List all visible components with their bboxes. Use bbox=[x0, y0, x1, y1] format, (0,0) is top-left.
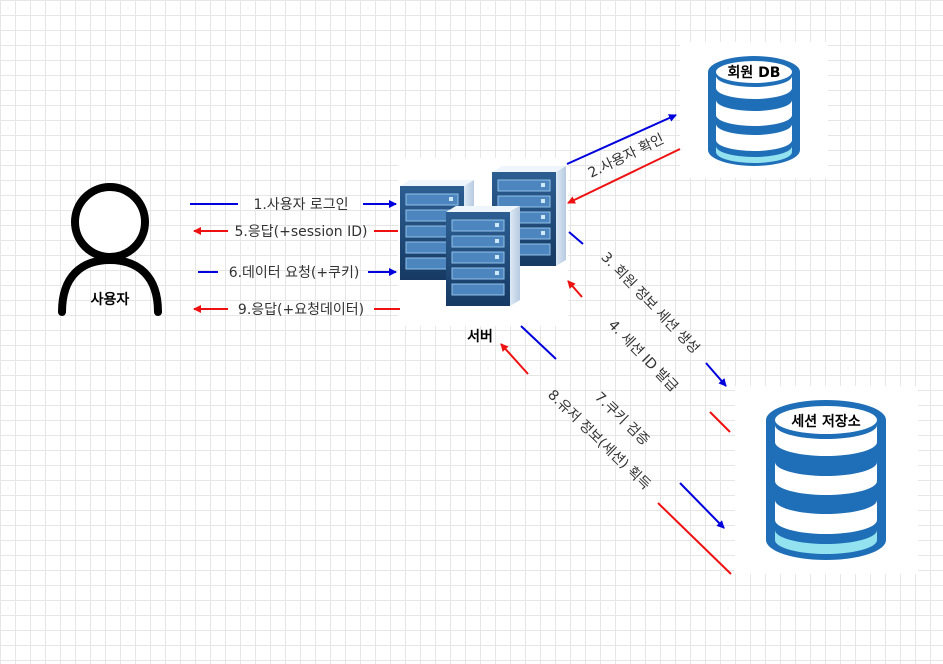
step-6-data-request: 6.데이터 요청(+쿠키) bbox=[198, 265, 397, 281]
user-icon bbox=[58, 183, 162, 316]
member-db-label: 회원 DB bbox=[728, 65, 781, 81]
step-7-verify-cookie: 7.쿠키 검증 bbox=[520, 325, 725, 529]
step-1-label: 1.사용자 로그인 bbox=[253, 197, 348, 213]
step-9-response-data: 9.응답(+요청데이터) bbox=[193, 302, 400, 318]
step-8-get-user-info: 8.유저 정보(세션) 획득 bbox=[500, 343, 732, 575]
step-2-verify-user: 2.사용자 확인 bbox=[566, 114, 681, 204]
server-icon bbox=[398, 158, 568, 326]
step-3-label: 3. 회원 정보 세션 생성 bbox=[598, 249, 703, 357]
step-1-login: 1.사용자 로그인 bbox=[190, 197, 397, 213]
session-store-icon bbox=[735, 386, 918, 574]
member-db-icon bbox=[680, 42, 828, 178]
session-store-label: 세션 저장소 bbox=[791, 413, 860, 430]
step-5-response: 5.응답(+session ID) bbox=[193, 224, 398, 240]
user-label: 사용자 bbox=[91, 292, 130, 308]
step-6-label: 6.데이터 요청(+쿠키) bbox=[229, 265, 360, 281]
server-label: 서버 bbox=[467, 328, 493, 345]
step-9-label: 9.응답(+요청데이터) bbox=[238, 302, 364, 318]
step-5-label: 5.응답(+session ID) bbox=[235, 224, 368, 240]
